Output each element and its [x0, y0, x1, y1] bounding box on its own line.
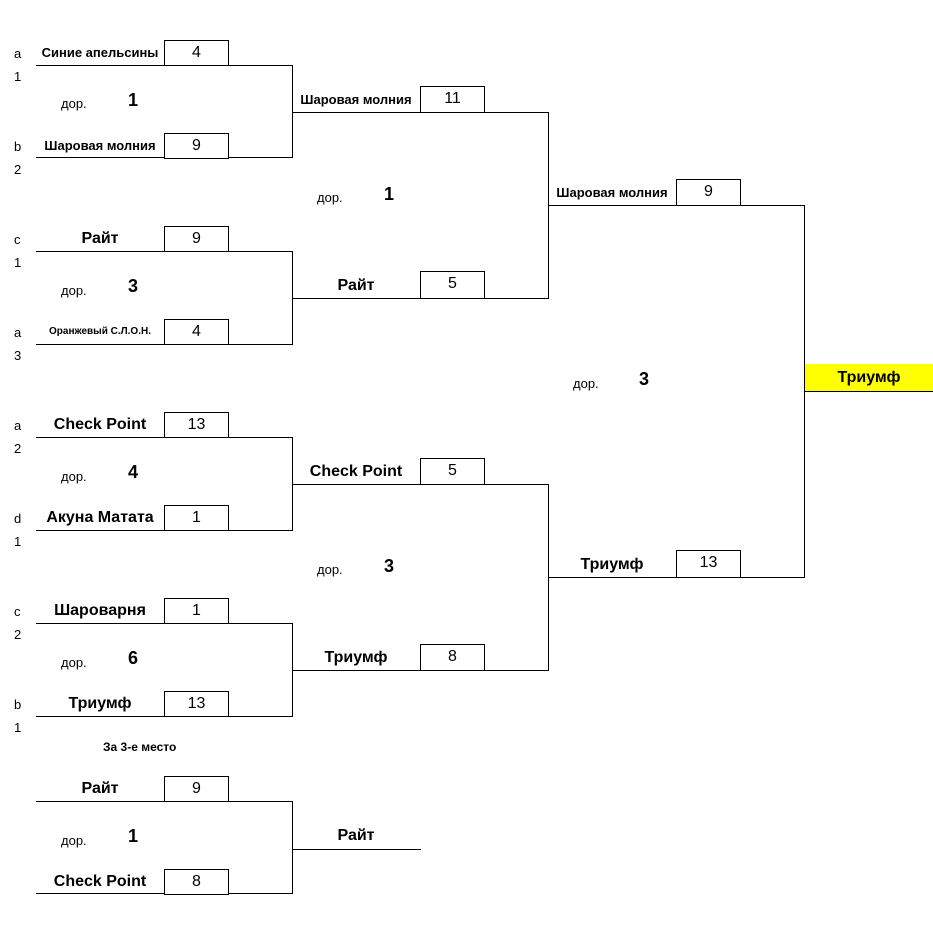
- overtime-label: дор.: [61, 283, 87, 298]
- seed-group: 1: [14, 721, 21, 735]
- third-place-title: За 3-е место: [103, 740, 177, 754]
- seed-letter: a: [14, 325, 22, 340]
- overtime-label: дор.: [61, 833, 87, 848]
- match-number: 1: [128, 90, 139, 110]
- bracket-line: [292, 849, 421, 850]
- score-box: 4: [164, 40, 229, 66]
- seed-number: 2: [14, 162, 22, 177]
- third-place-winner: Райт: [337, 827, 375, 844]
- seed-group: 2: [14, 163, 21, 177]
- seed-group: b: [14, 698, 21, 712]
- score-box: 9: [164, 776, 229, 802]
- seed-number: 1: [14, 69, 22, 84]
- score-box: 13: [164, 691, 229, 717]
- team-name: Шаровая молния: [556, 185, 668, 200]
- team-name: Check Point: [53, 416, 147, 433]
- score-box: 13: [164, 412, 229, 438]
- team-name: Райт: [337, 277, 375, 294]
- team-name: Акуна Матата: [46, 509, 154, 526]
- score-box: 1: [164, 598, 229, 624]
- seed-letter: c: [14, 232, 21, 247]
- team-name: Шаровая молния: [44, 138, 156, 153]
- score-box: 4: [164, 319, 229, 345]
- score-box: 5: [420, 271, 485, 299]
- team-name: Шаровая молния: [300, 92, 412, 107]
- overtime-label: дор.: [317, 190, 343, 205]
- seed-group: 2: [14, 442, 21, 456]
- team-name: Райт: [81, 230, 119, 247]
- match-number: 1: [128, 826, 139, 846]
- team-name: Триумф: [580, 556, 644, 573]
- seed-group: a: [14, 326, 21, 340]
- score-box: 9: [164, 133, 229, 159]
- team-name: Check Point: [53, 873, 147, 890]
- seed-number: 2: [14, 441, 22, 456]
- overtime-label: дор.: [61, 96, 87, 111]
- seed-group: c: [14, 605, 21, 619]
- match-number: 3: [639, 369, 650, 389]
- seed-group: c: [14, 233, 21, 247]
- match-number: 3: [128, 276, 139, 296]
- seed-group: 2: [14, 628, 21, 642]
- match-number: 1: [384, 184, 395, 204]
- seed-group: b: [14, 140, 21, 154]
- team-name: Шароварня: [54, 602, 146, 619]
- score-box: 5: [420, 458, 485, 485]
- seed-group: a: [14, 47, 21, 61]
- overtime-label: дор.: [317, 562, 343, 577]
- seed-number: 3: [14, 348, 22, 363]
- seed-number: 2: [14, 627, 22, 642]
- seed-group: 1: [14, 535, 21, 549]
- team-name: Триумф: [324, 649, 388, 666]
- seed-number: 1: [14, 720, 22, 735]
- score-box: 11: [420, 86, 485, 113]
- score-box: 13: [676, 550, 741, 578]
- team-name: Check Point: [309, 463, 403, 480]
- seed-number: 1: [14, 534, 22, 549]
- bracket-line: [292, 801, 293, 894]
- champion-cell: Триумф: [805, 364, 933, 392]
- team-name: Райт: [81, 780, 119, 797]
- seed-group: 3: [14, 349, 21, 363]
- match-number: 4: [128, 462, 139, 482]
- team-name: Оранжевый С.Л.О.Н.: [49, 326, 151, 337]
- score-box: 8: [420, 644, 485, 671]
- seed-letter: b: [14, 697, 22, 712]
- seed-group: d: [14, 512, 21, 526]
- team-name: Триумф: [68, 695, 132, 712]
- seed-number: 1: [14, 255, 22, 270]
- match-number: 6: [128, 648, 139, 668]
- seed-letter: d: [14, 511, 22, 526]
- seed-letter: a: [14, 46, 22, 61]
- seed-group: 1: [14, 256, 21, 270]
- score-box: 9: [676, 179, 741, 206]
- team-name: Синие апельсины: [41, 45, 159, 60]
- bracket-line: [292, 65, 293, 158]
- score-box: 9: [164, 226, 229, 252]
- overtime-label: дор.: [573, 376, 599, 391]
- score-box: 1: [164, 505, 229, 531]
- overtime-label: дор.: [61, 655, 87, 670]
- seed-group: a: [14, 419, 21, 433]
- seed-letter: a: [14, 418, 22, 433]
- seed-letter: c: [14, 604, 21, 619]
- seed-group: 1: [14, 70, 21, 84]
- seed-letter: b: [14, 139, 22, 154]
- match-number: 3: [384, 556, 395, 576]
- score-box: 8: [164, 869, 229, 895]
- overtime-label: дор.: [61, 469, 87, 484]
